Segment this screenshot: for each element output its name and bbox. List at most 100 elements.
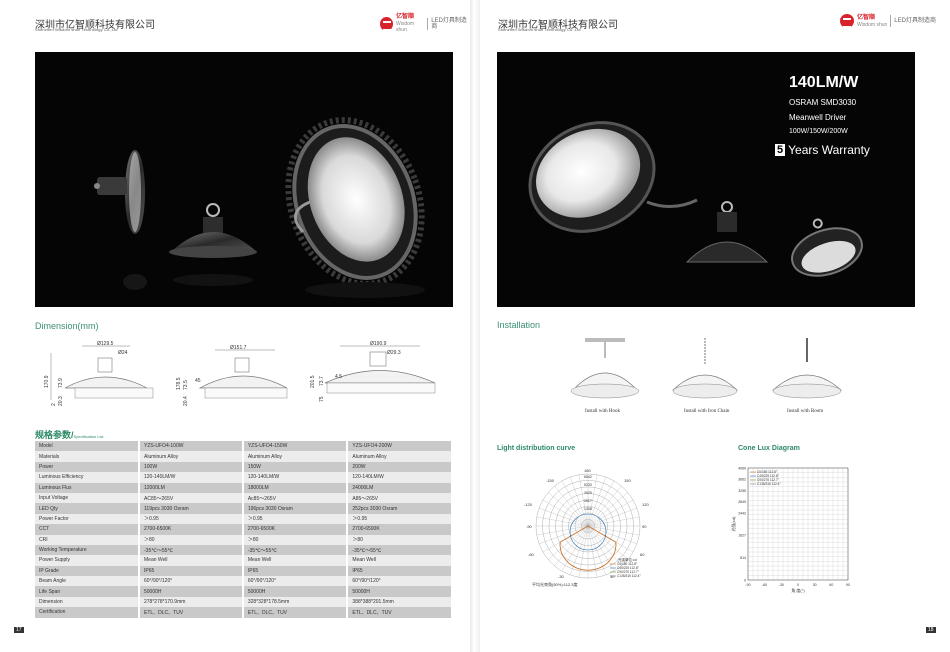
polar-spoke: [587, 525, 622, 566]
polar-legend-entry: C135/315 112.4°: [617, 574, 641, 578]
spec-value: 12000LM: [139, 482, 244, 493]
company-name-cn-right: 深圳市亿智顺科技有限公司: [498, 20, 618, 31]
dim-h4-2: 45: [195, 378, 201, 384]
install-chain-drawing: [672, 338, 738, 399]
brand-logo: 亿智顺 Wisdom shun LED灯具制造商: [380, 14, 470, 33]
spec-param-label: Certification: [35, 607, 140, 618]
install-hook-drawing: [570, 338, 640, 399]
light-curve-title: Light distribution curve: [497, 445, 576, 452]
high-bay-lamps-image: [94, 117, 425, 298]
spec-value: 196pcs 3030 Osram: [242, 503, 349, 514]
polar-spoke: [587, 525, 598, 578]
polar-spoke: [578, 525, 589, 578]
polar-spoke: [548, 492, 589, 527]
spec-value: 120-140LM/W: [242, 472, 349, 483]
polar-spoke: [561, 525, 589, 572]
polar-angle-label: 90: [642, 524, 647, 529]
dim-height-3: 201.5: [310, 375, 316, 388]
polar-legend-title: 光强单位:cd: [618, 557, 637, 562]
spec-value: A85～265V: [347, 492, 453, 504]
install-boom-drawing: [772, 338, 842, 399]
spec-param-label: LED Qty: [35, 503, 140, 514]
dim-h1-1: 73.9: [58, 378, 64, 388]
spec-header-cell: Model: [35, 441, 140, 452]
installation-title: Installation: [497, 320, 541, 330]
spec-row: CRI＞80＞80＞80: [35, 534, 453, 545]
spec-value: 252pcs 3030 Osram: [347, 503, 453, 514]
dim-h2-1: 20.3: [58, 396, 64, 406]
cone-x-tick: 90: [846, 583, 850, 587]
spec-value: ＞80: [139, 534, 244, 545]
install-hook-label: Install with Hook: [585, 409, 620, 414]
cone-diagram-title: Cone Lux Diagram: [738, 445, 800, 452]
dim-h1-3: 73.7: [319, 376, 325, 386]
polar-spoke: [587, 516, 640, 527]
spec-title-en: Specification List: [73, 434, 104, 439]
spec-param-label: Dimension: [35, 596, 140, 608]
spec-value: Ac85～265V: [242, 492, 349, 504]
polar-spoke: [587, 525, 615, 572]
spec-param-label: Materials: [35, 451, 140, 462]
polar-angle-label: -150: [546, 478, 555, 483]
spec-param-label: Power Factor: [35, 513, 140, 525]
dim-bolt-3: Ø29.3: [387, 350, 401, 356]
cone-y-tick: 4069: [738, 467, 746, 471]
polar-legend-entry: C0/180 112.8°: [617, 562, 638, 566]
polar-angle-label: 180: [584, 468, 591, 473]
cone-y-tick: 814: [740, 556, 746, 560]
spec-value: 2700-6500K: [347, 524, 453, 535]
polar-spoke: [548, 525, 589, 560]
spec-param-label: Luminous Efficiency: [35, 472, 140, 483]
cone-y-tick: 2442: [738, 511, 746, 515]
polar-angle-label: -120: [524, 502, 533, 507]
right-page: 深圳市亿智顺科技有限公司 Shenzhen Wisdom shun Techno…: [480, 0, 950, 652]
spec-value: ＞80: [347, 534, 453, 545]
dim-diameter-2: Ø151.7: [230, 345, 247, 351]
polar-caption: 平均光束角(50%):112.3度: [532, 581, 578, 587]
spec-value: -35℃～55℃: [347, 544, 453, 556]
spec-value: 100W: [139, 461, 244, 473]
polar-spoke: [539, 508, 589, 527]
polar-spoke: [578, 474, 589, 527]
company-name-cn: 深圳市亿智顺科技有限公司: [35, 20, 155, 31]
polar-spoke: [554, 486, 589, 527]
polar-spoke: [536, 516, 589, 527]
book-spine: [470, 0, 480, 652]
efficacy-headline: 140LM/W: [789, 74, 859, 91]
polar-inner-curve: [569, 513, 607, 551]
cone-legend: C0/180 112.8°C45/225 112.8°C90/270 112.7…: [750, 470, 781, 486]
spec-value: 150W: [242, 461, 349, 473]
warranty-text: Years Warranty: [788, 143, 870, 157]
cone-legend-entry: C45/225 112.8°: [757, 474, 780, 478]
spec-value: Mean Well: [242, 555, 349, 566]
cone-ylabel: 光强(cd): [730, 516, 736, 532]
logo-separator: [427, 17, 429, 30]
brand-name-right: 亿智顺: [857, 14, 876, 21]
polar-spoke: [587, 474, 598, 527]
spec-value: 120-140LM/W: [139, 472, 244, 483]
hero-wattages: 100W/150W/200W: [789, 128, 848, 135]
cone-x-tick: -60: [762, 583, 767, 587]
polar-legend-entry: C90/270 112.7°: [617, 570, 640, 574]
cone-x-tick: -90: [745, 583, 750, 587]
cone-y-tick: 2849: [738, 500, 746, 504]
dim-h3-3: 4.5: [335, 374, 342, 380]
polar-spoke: [587, 492, 628, 527]
spec-value: 50000H: [139, 586, 244, 597]
polar-ring-label: 6542: [584, 475, 592, 479]
polar-spoke: [539, 525, 589, 544]
spec-value: -35℃～55℃: [242, 544, 349, 556]
brand-logo-right: 亿智顺 Wisdom shun LED灯具制造商: [840, 14, 936, 28]
spec-value: 50000H: [347, 586, 453, 597]
install-chain-label: Install with Iron Chain: [684, 409, 730, 414]
spec-title: 规格参数/Specification List: [35, 428, 104, 441]
spec-param-label: CCT: [35, 524, 140, 535]
